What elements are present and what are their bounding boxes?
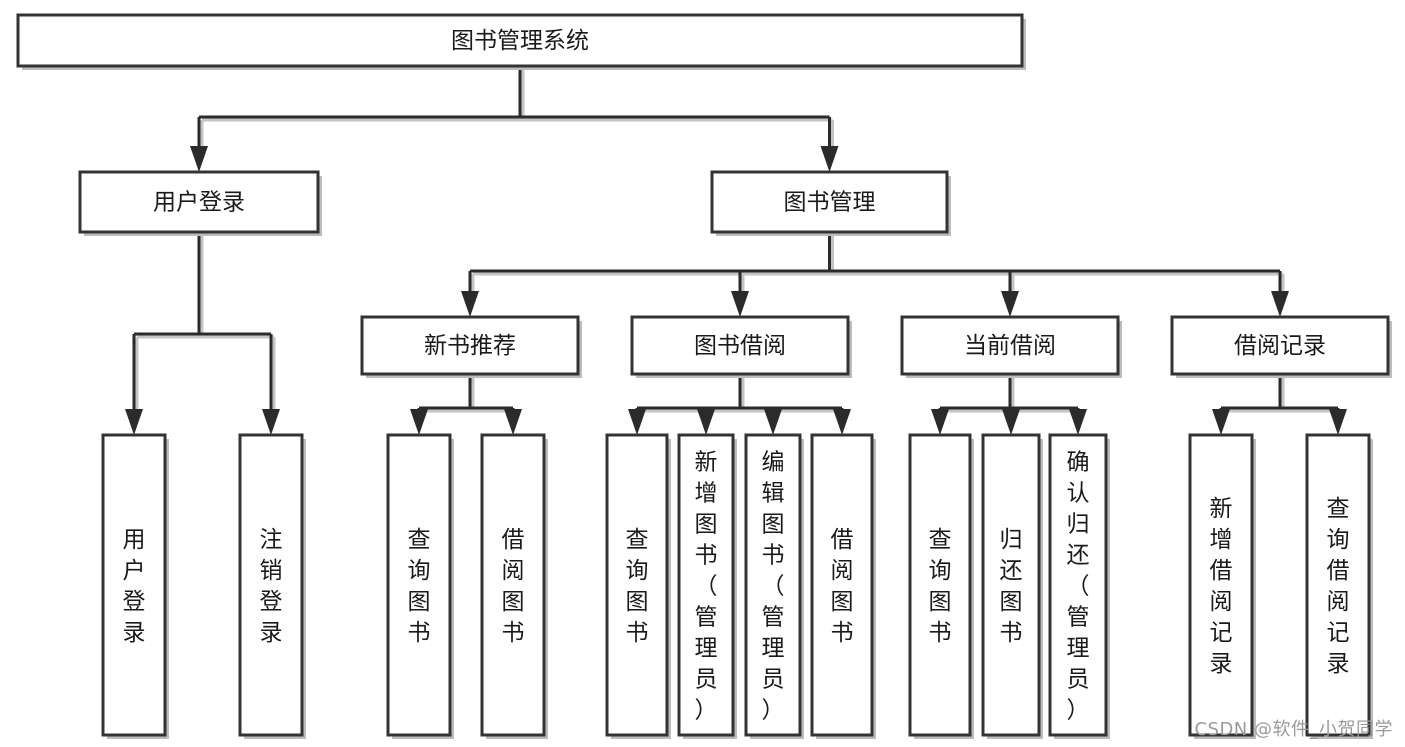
node-leaf-return-book-label: 归还图书	[1000, 527, 1023, 646]
book-manage-arrow-2	[1001, 291, 1019, 317]
node-leaf-confirm-return[interactable]: 确认归还（管理员）	[1048, 433, 1110, 739]
node-leaf-query-record[interactable]: 查询借阅记录	[1305, 433, 1373, 739]
node-book-borrow-rect[interactable]	[630, 315, 850, 376]
node-leaf-borrow-book-2-rect[interactable]	[810, 433, 874, 737]
node-current-borrow-label: 当前借阅	[964, 333, 1056, 359]
node-leaf-user-login-label: 用户登录	[123, 527, 146, 646]
node-user-login-rect[interactable]	[78, 170, 320, 234]
current-borrow-arrow-1	[1002, 409, 1020, 435]
node-borrow-record[interactable]: 借阅记录	[1170, 315, 1392, 378]
node-leaf-borrow-book-1-rect[interactable]	[480, 433, 546, 737]
node-leaf-confirm-return-label: 确认归还（管理员）	[1067, 450, 1090, 724]
node-leaf-edit-book[interactable]: 编辑图书（管理员）	[744, 433, 804, 739]
root-arrow-0	[190, 146, 208, 172]
node-user-login[interactable]: 用户登录	[78, 170, 322, 236]
book-manage-arrow-1	[731, 291, 749, 317]
node-leaf-add-book-rect[interactable]	[677, 433, 735, 737]
node-leaf-add-record[interactable]: 新增借阅记录	[1188, 433, 1256, 739]
node-book-borrow-label: 图书借阅	[694, 333, 786, 359]
node-leaf-add-record-rect[interactable]	[1188, 433, 1254, 737]
book-borrow-arrow-2	[764, 409, 782, 435]
node-book-manage-rect[interactable]	[710, 170, 949, 234]
current-borrow-arrow-2	[1069, 409, 1087, 435]
book-manage-arrow-0	[461, 291, 479, 317]
node-root[interactable]: 图书管理系统	[16, 13, 1026, 70]
connector-layer	[125, 66, 1347, 435]
root-arrow-1	[820, 146, 839, 172]
node-leaf-logout-login-rect[interactable]	[238, 433, 304, 737]
user-login-arrow-0	[125, 409, 143, 435]
node-leaf-query-record-label: 查询借阅记录	[1327, 496, 1350, 677]
node-current-borrow-rect[interactable]	[900, 315, 1120, 376]
node-leaf-confirm-return-rect[interactable]	[1048, 433, 1108, 737]
node-leaf-borrow-book-2-label: 借阅图书	[831, 527, 854, 646]
node-leaf-edit-book-rect[interactable]	[744, 433, 802, 737]
node-leaf-add-record-label: 新增借阅记录	[1210, 496, 1233, 677]
node-leaf-borrow-book-1[interactable]: 借阅图书	[480, 433, 548, 739]
node-leaf-add-book[interactable]: 新增图书（管理员）	[677, 433, 737, 739]
node-borrow-record-rect[interactable]	[1170, 315, 1390, 376]
node-leaf-query-book-3-label: 查询图书	[929, 527, 952, 646]
node-leaf-add-book-label: 新增图书（管理员）	[695, 450, 718, 724]
node-leaf-logout-login-label: 注销登录	[260, 527, 283, 646]
watermark-credit: CSDN @软件_小贺同学	[1194, 719, 1393, 740]
new-book-recommend-arrow-0	[410, 409, 428, 435]
book-borrow-arrow-3	[833, 409, 851, 435]
node-leaf-logout-login[interactable]: 注销登录	[238, 433, 306, 739]
node-book-borrow[interactable]: 图书借阅	[630, 315, 852, 378]
user-login-arrow-1	[262, 409, 280, 435]
node-book-manage[interactable]: 图书管理	[710, 170, 951, 236]
borrow-record-arrow-1	[1329, 409, 1347, 435]
node-leaf-query-book-2[interactable]: 查询图书	[605, 433, 671, 739]
book-borrow-arrow-0	[628, 409, 646, 435]
node-new-book-recommend-rect[interactable]	[360, 315, 580, 376]
book-borrow-arrow-1	[697, 409, 715, 435]
node-leaf-query-book-1-label: 查询图书	[408, 527, 431, 646]
node-root-rect[interactable]	[16, 13, 1024, 68]
node-leaf-edit-book-label: 编辑图书（管理员）	[762, 450, 785, 724]
node-leaf-query-book-2-label: 查询图书	[626, 527, 649, 646]
borrow-record-arrow-0	[1212, 409, 1230, 435]
node-leaf-return-book-rect[interactable]	[981, 433, 1041, 737]
node-leaf-query-book-2-rect[interactable]	[605, 433, 669, 737]
new-book-recommend-arrow-1	[504, 409, 522, 435]
node-book-manage-label: 图书管理	[784, 190, 876, 216]
node-new-book-recommend[interactable]: 新书推荐	[360, 315, 582, 378]
node-borrow-record-label: 借阅记录	[1234, 333, 1326, 359]
node-leaf-borrow-book-1-label: 借阅图书	[502, 527, 525, 646]
node-leaf-user-login[interactable]: 用户登录	[101, 433, 169, 739]
node-leaf-borrow-book-2[interactable]: 借阅图书	[810, 433, 876, 739]
node-leaf-query-record-rect[interactable]	[1305, 433, 1371, 737]
node-leaf-return-book[interactable]: 归还图书	[981, 433, 1043, 739]
node-leaf-query-book-1[interactable]: 查询图书	[386, 433, 454, 739]
node-leaf-query-book-3-rect[interactable]	[908, 433, 972, 737]
node-current-borrow[interactable]: 当前借阅	[900, 315, 1122, 378]
node-layer: 图书管理系统用户登录图书管理新书推荐图书借阅当前借阅借阅记录用户登录注销登录查询…	[16, 13, 1392, 739]
node-leaf-query-book-1-rect[interactable]	[386, 433, 452, 737]
node-leaf-query-book-3[interactable]: 查询图书	[908, 433, 974, 739]
node-user-login-label: 用户登录	[153, 190, 245, 216]
book-manage-arrow-3	[1271, 291, 1289, 317]
node-leaf-user-login-rect[interactable]	[101, 433, 167, 737]
current-borrow-arrow-0	[931, 409, 949, 435]
node-new-book-recommend-label: 新书推荐	[424, 333, 516, 359]
node-root-label: 图书管理系统	[451, 28, 589, 54]
